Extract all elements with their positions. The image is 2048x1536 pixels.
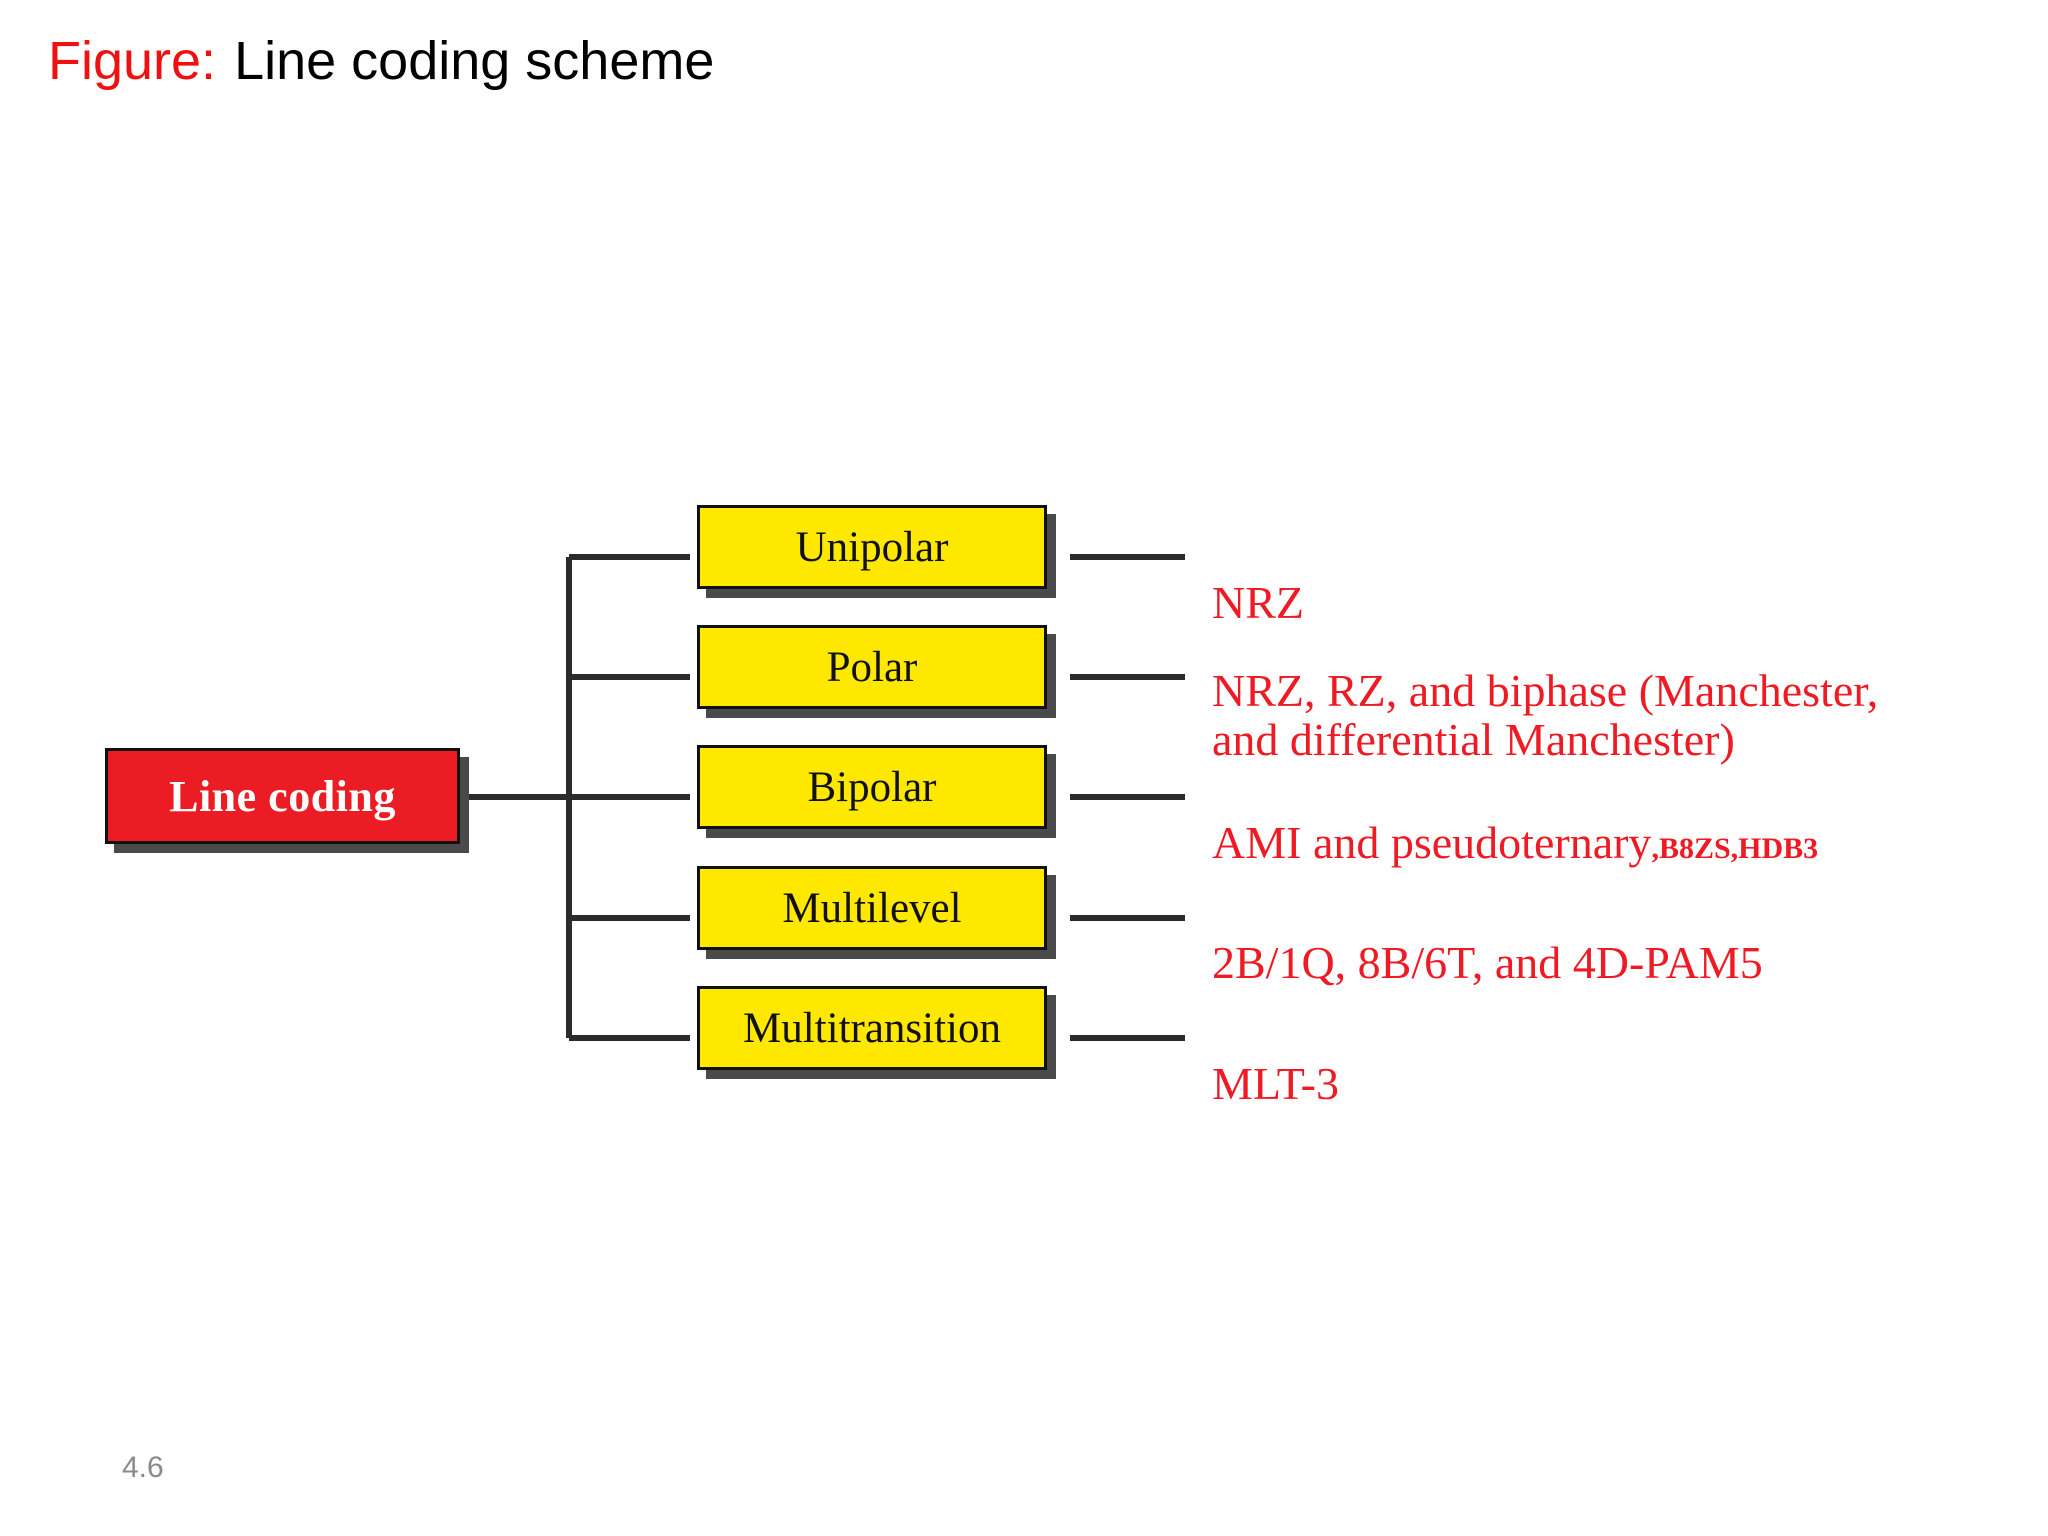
page-title: Figure: Line coding scheme [48,31,715,91]
node-multitransition[interactable]: Multitransition [697,986,1047,1070]
page-number: 4.6 [122,1451,164,1484]
figure-label: Figure: [48,31,217,91]
node-bipolar-label: Bipolar [807,763,937,811]
node-multilevel[interactable]: Multilevel [697,866,1047,950]
description-multilevel: 2B/1Q, 8B/6T, and 4D-PAM5 [1212,888,1763,987]
node-unipolar[interactable]: Unipolar [697,505,1047,589]
description-unipolar-text: NRZ [1212,576,1304,628]
description-bipolar-suffix: ,B8ZS,HDB3 [1651,831,1819,865]
node-polar[interactable]: Polar [697,625,1047,709]
description-bipolar-text: AMI and pseudoternary [1212,816,1652,868]
node-multilevel-label: Multilevel [782,884,962,932]
description-polar-text: NRZ, RZ, and biphase (Manchester, and di… [1212,664,1879,766]
node-line-coding-label: Line coding [169,771,396,821]
description-unipolar: NRZ [1212,528,1304,627]
description-multilevel-text: 2B/1Q, 8B/6T, and 4D-PAM5 [1212,936,1763,988]
description-multitransition-text: MLT-3 [1212,1057,1339,1109]
node-polar-label: Polar [826,643,918,691]
node-line-coding[interactable]: Line coding [105,748,460,844]
node-bipolar[interactable]: Bipolar [697,745,1047,829]
figure-title-text: Line coding scheme [234,31,715,91]
description-multitransition: MLT-3 [1212,1009,1339,1108]
description-polar: NRZ, RZ, and biphase (Manchester, and di… [1212,616,1878,765]
node-multitransition-label: Multitransition [743,1004,1001,1052]
description-bipolar: AMI and pseudoternary,B8ZS,HDB3 [1212,768,1818,867]
node-unipolar-label: Unipolar [795,523,949,571]
